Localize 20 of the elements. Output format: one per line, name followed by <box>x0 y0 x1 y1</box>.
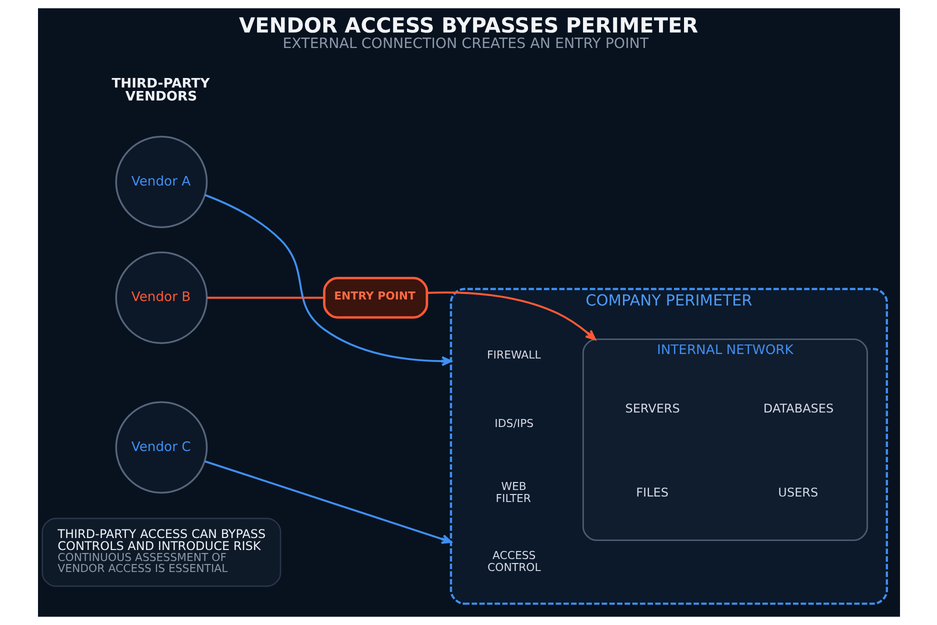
diagram-title: VENDOR ACCESS BYPASSES PERIMETER <box>238 13 698 38</box>
caption: EXTERNAL CONNECTION CREATES AN ENTRY POINT <box>282 36 648 52</box>
arrow <box>204 460 452 544</box>
node-circle: Vendor C <box>114 401 208 494</box>
node-box: THIRD-PARTY ACCESS CAN BYPASS CONTROLS AND INTRODUCE RISK CONTINUOUS ASSESSMENT OF VENDOR ACCESS IS ESSENTIAL <box>41 518 281 587</box>
node-circle: Vendor B <box>114 252 208 344</box>
node-text: FILES <box>636 485 668 500</box>
node-text: WEB FILTER <box>495 480 530 506</box>
node-circle: Vendor A <box>114 136 208 228</box>
label: THIRD-PARTY VENDORS <box>111 76 210 105</box>
arrow <box>426 292 596 340</box>
node-text: DATABASES <box>762 401 834 416</box>
arrow <box>204 194 452 366</box>
node-box: ENTRY POINT <box>322 276 428 319</box>
connector <box>206 296 324 299</box>
node-text: FIREWALL <box>486 348 540 362</box>
node-text: IDS/IPS <box>494 417 534 430</box>
node-text: ACCESS CONTROL <box>487 548 540 574</box>
node-text: USERS <box>778 485 818 500</box>
node-text: SERVERS <box>624 401 680 416</box>
